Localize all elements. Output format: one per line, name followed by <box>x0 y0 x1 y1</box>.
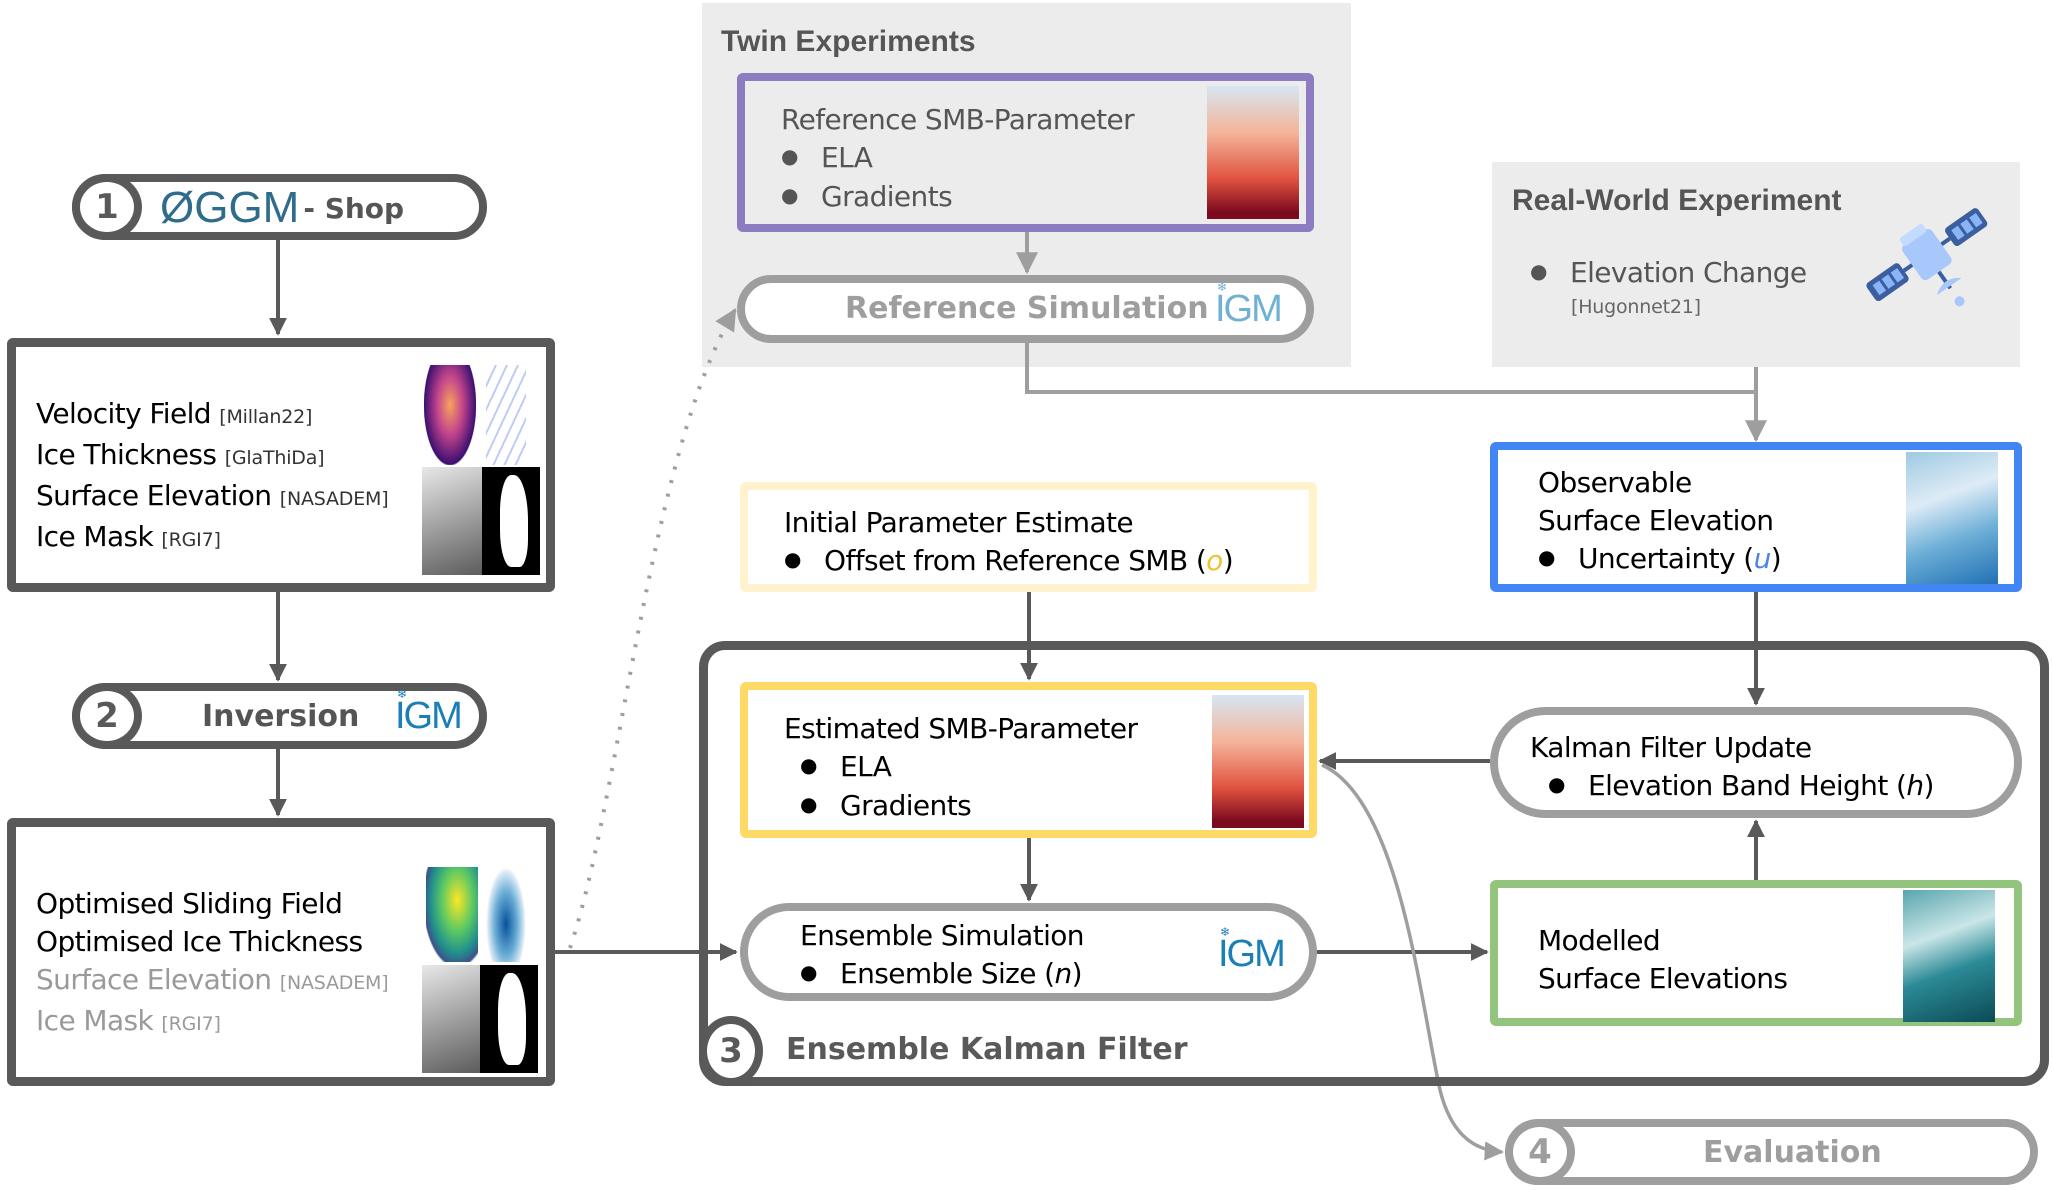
initial-parameter-title: Initial Parameter Estimate <box>784 506 1134 539</box>
evaluation-pill[interactable]: Evaluation <box>1505 1119 2038 1185</box>
reference-smb-bullet-ela: ELA <box>781 139 1134 178</box>
modelled-line-1: Modelled <box>1538 924 1661 957</box>
modelled-line-2: Surface Elevations <box>1538 962 1788 995</box>
ensemble-simulation-title: Ensemble Simulation <box>800 919 1085 952</box>
kalman-update-title: Kalman Filter Update <box>1530 731 1812 764</box>
input-line-velocity: Velocity Field [Millan22] <box>36 397 313 430</box>
optimised-line-elevation: Surface Elevation [NASADEM] <box>36 963 389 996</box>
igm-logo: ❄IGM <box>395 687 463 737</box>
observable-box: Observable Surface Elevation Uncertainty… <box>1490 442 2022 592</box>
dem-map-icon <box>422 467 482 575</box>
dem-map-icon <box>422 965 480 1073</box>
estimated-bullet-ela: ELA <box>784 748 1137 787</box>
input-line-thickness: Ice Thickness [GlaThiDa] <box>36 438 325 471</box>
optimised-line-sliding: Optimised Sliding Field <box>36 887 343 920</box>
modelled-elevations-box: Modelled Surface Elevations <box>1490 880 2022 1026</box>
step-1-badge: 1 <box>72 174 142 240</box>
optimised-box: Optimised Sliding Field Optimised Ice Th… <box>7 818 555 1086</box>
smb-map-icon <box>1207 86 1299 219</box>
twin-experiments-title: Twin Experiments <box>721 25 976 58</box>
initial-parameter-box: Initial Parameter Estimate Offset from R… <box>740 482 1317 592</box>
evaluation-label: Evaluation <box>1703 1135 1882 1170</box>
thickness-map-icon <box>486 365 526 465</box>
sliding-map-icon <box>426 867 478 962</box>
estimated-smb-box: Estimated SMB-Parameter ELA Gradients <box>740 682 1317 838</box>
velocity-map-icon <box>424 365 476 465</box>
inversion-label: Inversion <box>202 699 360 734</box>
input-line-mask: Ice Mask [RGI7] <box>36 520 221 553</box>
ensemble-size-bullet: Ensemble Size (n) <box>800 955 1084 994</box>
reference-smb-box: Reference SMB-Parameter ELA Gradients <box>737 73 1314 232</box>
step-4-badge: 4 <box>1505 1119 1575 1185</box>
inputs-box: Velocity Field [Millan22] Ice Thickness … <box>7 338 555 592</box>
real-world-title: Real-World Experiment <box>1512 184 1842 217</box>
step-2-badge: 2 <box>72 683 142 749</box>
step-3-badge: 3 <box>699 1016 763 1086</box>
elevation-change-bullet: Elevation Change <box>1530 254 1807 293</box>
optimised-line-mask: Ice Mask [RGI7] <box>36 1004 221 1037</box>
kalman-update-pill[interactable]: Kalman Filter Update Elevation Band Heig… <box>1490 707 2022 818</box>
modelled-elevation-map-icon <box>1903 890 1995 1022</box>
igm-logo: ❄IGM <box>1215 280 1283 330</box>
band-height-bullet: Elevation Band Height (h) <box>1530 767 1934 806</box>
uncertainty-bullet: Uncertainty (u) <box>1538 540 1782 579</box>
offset-bullet: Offset from Reference SMB (o) <box>784 542 1234 581</box>
ensemble-simulation-pill[interactable]: Ensemble Simulation Ensemble Size (n) ❄I… <box>740 903 1317 1001</box>
ice-mask-icon <box>480 965 538 1073</box>
reference-smb-bullet-gradients: Gradients <box>781 178 1134 217</box>
oggm-logo: ØGGM- Shop <box>160 183 405 232</box>
hugonnet-ref: [Hugonnet21] <box>1571 296 1701 318</box>
shop-label: - Shop <box>303 192 405 225</box>
estimated-bullet-gradients: Gradients <box>784 787 1137 826</box>
observed-elevation-map-icon <box>1906 452 1998 584</box>
smb-map-icon <box>1212 695 1304 828</box>
optimised-line-thickness: Optimised Ice Thickness <box>36 925 363 958</box>
ice-mask-icon <box>482 467 540 575</box>
input-line-elevation: Surface Elevation [NASADEM] <box>36 479 389 512</box>
reference-simulation-label: Reference Simulation <box>845 291 1209 326</box>
optimised-thickness-icon <box>486 867 526 962</box>
reference-smb-title: Reference SMB-Parameter <box>781 103 1135 136</box>
observable-line-1: Observable <box>1538 466 1692 499</box>
enkf-container <box>699 641 2049 1086</box>
estimated-smb-title: Estimated SMB-Parameter <box>784 712 1138 745</box>
igm-logo: ❄IGM <box>1218 925 1286 975</box>
real-world-panel: Real-World Experiment Elevation Change [… <box>1492 162 2020 367</box>
observable-line-2: Surface Elevation <box>1538 504 1774 537</box>
reference-simulation-pill[interactable]: Reference Simulation ❄IGM <box>737 275 1314 343</box>
satellite-icon <box>1866 208 1988 307</box>
enkf-label: Ensemble Kalman Filter <box>786 1032 1188 1067</box>
